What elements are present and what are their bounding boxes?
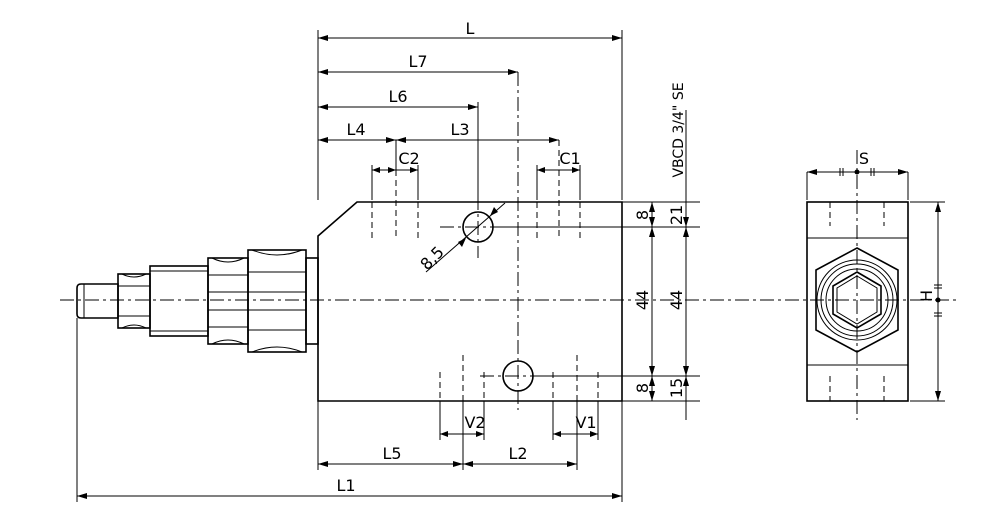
dim-C2: C2	[398, 149, 419, 168]
dimension-lines	[76, 30, 700, 502]
port-bottom	[480, 72, 556, 410]
end-view	[806, 150, 945, 420]
dim-L5: L5	[382, 444, 401, 463]
dim-44-a: 44	[633, 290, 652, 310]
dim-8-bottom: 8	[633, 383, 652, 393]
dim-21: 21	[667, 205, 686, 225]
dim-L3: L3	[450, 120, 469, 139]
dim-8-top: 8	[633, 210, 652, 220]
dim-H: H	[917, 290, 936, 302]
dim-L6: L6	[388, 87, 407, 106]
hidden-lines	[371, 140, 599, 401]
dim-C1: C1	[559, 149, 580, 168]
dim-L2: L2	[508, 444, 527, 463]
dim-15: 15	[667, 378, 686, 398]
dim-44-b: 44	[667, 290, 686, 310]
model-label: VBCD 3/4" SE	[671, 82, 687, 177]
dim-S: S	[859, 149, 869, 168]
dim-L4: L4	[346, 120, 365, 139]
valve-body	[317, 201, 623, 402]
dim-V1: V1	[575, 413, 596, 432]
dim-L1: L1	[336, 476, 355, 495]
dim-L: L	[466, 19, 475, 38]
dim-hole-diameter: 8,5	[416, 242, 447, 273]
dim-L7: L7	[408, 52, 427, 71]
cartridge-assembly	[76, 249, 319, 353]
dim-V2: V2	[464, 413, 485, 432]
